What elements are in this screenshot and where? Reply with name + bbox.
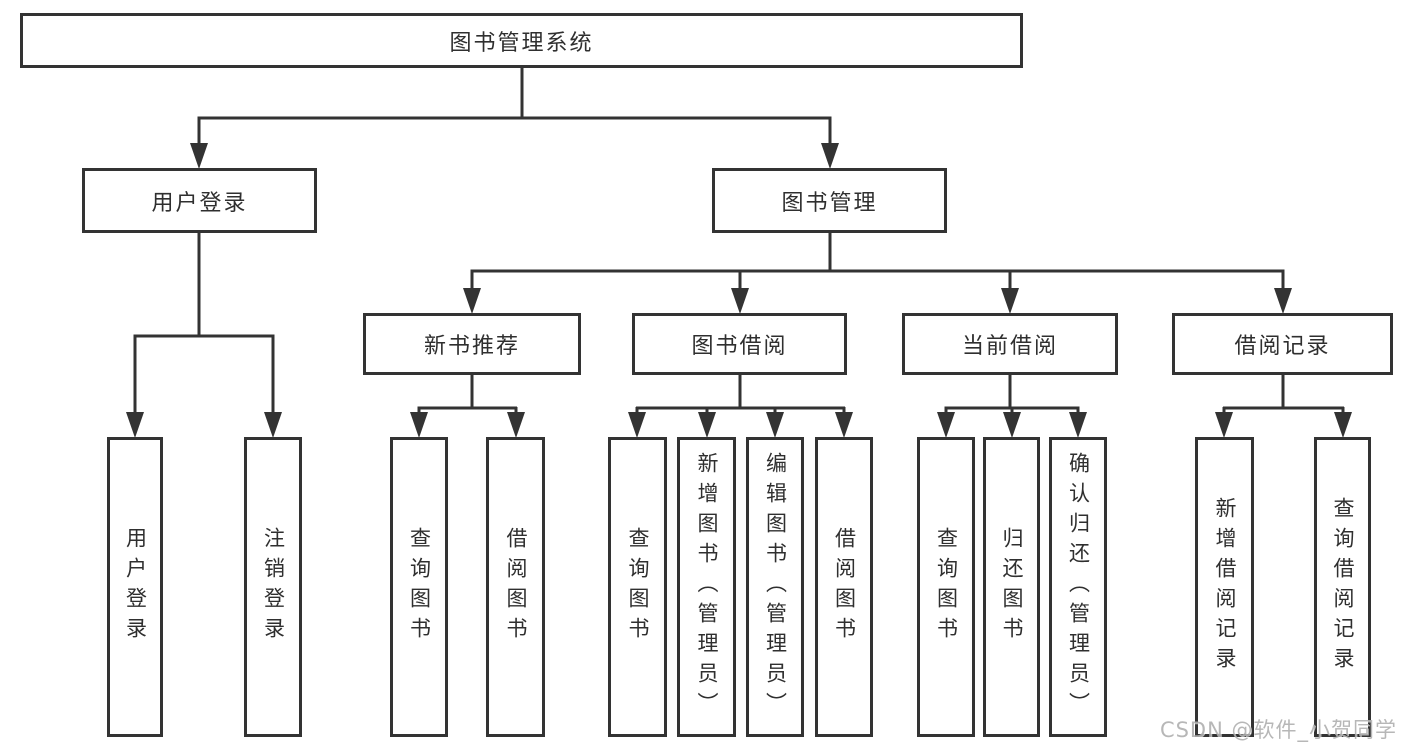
leaf-query-books-recommend: 查询图书 (390, 437, 448, 737)
leaf-borrow-books-recommend: 借阅图书 (486, 437, 545, 737)
connector-current-borrow (944, 375, 1080, 418)
leaf-query-books-current: 查询图书 (917, 437, 975, 737)
leaf-confirm-return-admin: 确认归还（管理员） (1049, 437, 1107, 737)
node-borrow-records: 借阅记录 (1172, 313, 1393, 375)
leaf-query-books-borrow: 查询图书 (608, 437, 667, 737)
leaf-edit-books-admin: 编辑图书（管理员） (746, 437, 804, 737)
csdn-watermark: CSDN @软件_小贺同学 (1159, 718, 1397, 742)
connector-root (197, 68, 832, 148)
node-user-login: 用户登录 (82, 168, 317, 233)
leaf-borrow-books: 借阅图书 (815, 437, 873, 737)
leaf-query-borrow-record: 查询借阅记录 (1314, 437, 1371, 737)
node-current-borrow: 当前借阅 (902, 313, 1118, 375)
connector-borrow-records (1222, 375, 1345, 418)
node-new-book-recommend: 新书推荐 (363, 313, 581, 375)
leaf-add-borrow-record: 新增借阅记录 (1195, 437, 1254, 737)
node-book-management: 图书管理 (712, 168, 947, 233)
leaf-return-books: 归还图书 (983, 437, 1040, 737)
node-book-borrow: 图书借阅 (632, 313, 847, 375)
connector-user-login (133, 233, 275, 416)
node-library-management-system: 图书管理系统 (20, 13, 1023, 68)
connector-book-management (470, 233, 1285, 292)
connector-new-book-recommend (417, 375, 518, 418)
leaf-user-login: 用户登录 (107, 437, 163, 737)
connector-book-borrow (635, 375, 846, 418)
leaf-add-books-admin: 新增图书（管理员） (677, 437, 736, 737)
arrowheads (126, 143, 1352, 438)
leaf-logout: 注销登录 (244, 437, 302, 737)
